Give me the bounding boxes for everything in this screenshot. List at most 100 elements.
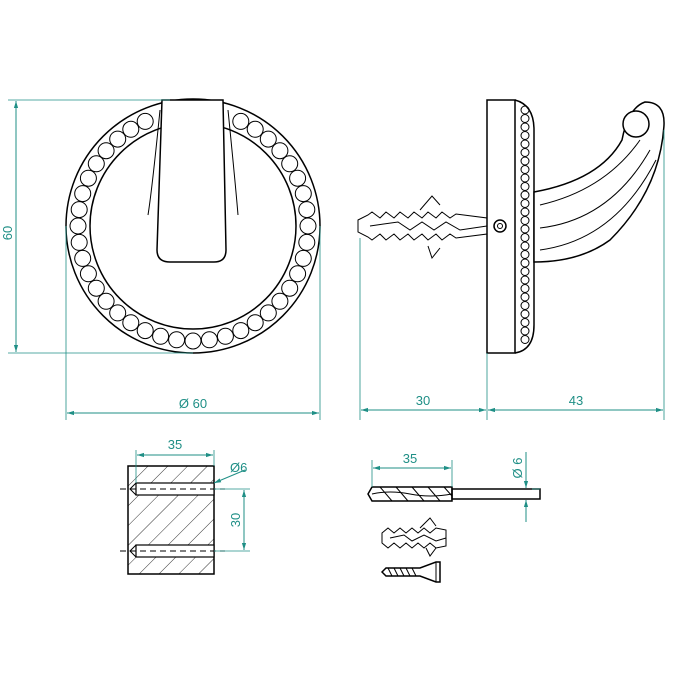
side-bead [520,173,530,183]
hook-front-inner-edge [147,109,239,216]
bead [259,130,277,148]
bead [109,130,127,148]
drill-diameter-label: Ø 6 [510,458,525,479]
side-bead [520,275,530,285]
bead [136,112,154,130]
bead [232,112,250,130]
block-width-dimension: 35 [135,437,215,483]
side-view [357,99,665,354]
bead [216,327,234,345]
rosette-plate-side [486,99,516,354]
hook-side-inner-line [539,139,657,251]
side-bead [520,301,530,310]
block-hole-diameter-label: Ø6 [230,460,247,475]
bead [74,185,92,203]
bead [122,120,140,138]
bead [294,185,312,203]
bead [246,314,264,332]
bead [74,249,92,267]
bead [298,201,316,219]
side-bead [520,326,530,336]
wall-block [127,465,215,575]
side-bead [520,241,530,251]
bead [97,142,115,160]
side-bead [520,148,530,157]
bead [271,292,289,310]
wood-screw [380,561,441,583]
bead [299,217,317,235]
bead [87,155,105,173]
bead [70,201,88,219]
rosette-rim-side [514,99,535,354]
side-depth-dimension: 30 [359,238,488,420]
bead [122,314,140,332]
bead-ring [69,112,317,350]
side-projection-dimension: 43 [488,130,665,420]
side-bead [520,318,530,327]
drill-length-dimension: 35 [371,451,453,487]
bead [232,322,250,340]
bead [152,327,170,345]
bead [289,265,307,283]
bead [168,331,186,349]
side-bead [520,335,530,344]
side-bead [520,207,530,217]
bead [79,169,97,187]
side-bead-column [520,105,530,344]
block-hole-diameter-dimension: Ø6 [213,460,247,484]
side-depth-label: 30 [416,393,430,408]
side-bead [520,122,530,132]
front-height-dimension: 60 [0,99,193,354]
front-diameter-label: Ø 60 [179,396,207,411]
block-width-label: 35 [168,437,182,452]
front-height-label: 60 [0,226,15,240]
side-bead [520,250,530,259]
side-bead [520,199,530,208]
side-projection-label: 43 [569,393,583,408]
bead [298,233,316,251]
side-bead [520,258,530,268]
side-bead [520,131,530,140]
side-bead [520,156,530,166]
side-bead [520,139,530,149]
drill-length-label: 35 [403,451,417,466]
block-hole-spacing-dimension: 30 [214,488,250,552]
drill-bit [367,486,541,502]
bead [281,279,299,297]
wall-block-section [120,465,225,575]
bead [136,322,154,340]
side-bead [520,190,530,200]
front-diameter-dimension: Ø 60 [65,226,321,420]
bead [294,249,312,267]
side-bead [520,267,530,276]
wall-plug-side [357,211,488,241]
side-bead [520,284,530,293]
bead [109,304,127,322]
hook-front-shape [156,99,227,263]
block-hole-spacing-label: 30 [228,513,243,527]
front-view [65,98,321,354]
drill-diameter-dimension: Ø 6 [510,452,540,522]
side-bead [520,114,530,123]
side-bead [520,292,530,302]
side-bead [520,216,530,225]
bead [79,265,97,283]
side-bead [520,224,530,234]
bead [70,233,88,251]
side-bead [520,309,530,319]
bead [289,169,307,187]
side-bead [520,105,530,115]
bead [97,292,115,310]
bead [246,120,264,138]
bead [259,304,277,322]
bead [184,332,202,350]
fixing-screw-hole [493,219,507,233]
bead [271,142,289,160]
bead [87,279,105,297]
side-bead [520,165,530,174]
hook-tip-knob [622,110,650,138]
bead [281,155,299,173]
side-bead [520,182,530,191]
bead [200,331,218,349]
